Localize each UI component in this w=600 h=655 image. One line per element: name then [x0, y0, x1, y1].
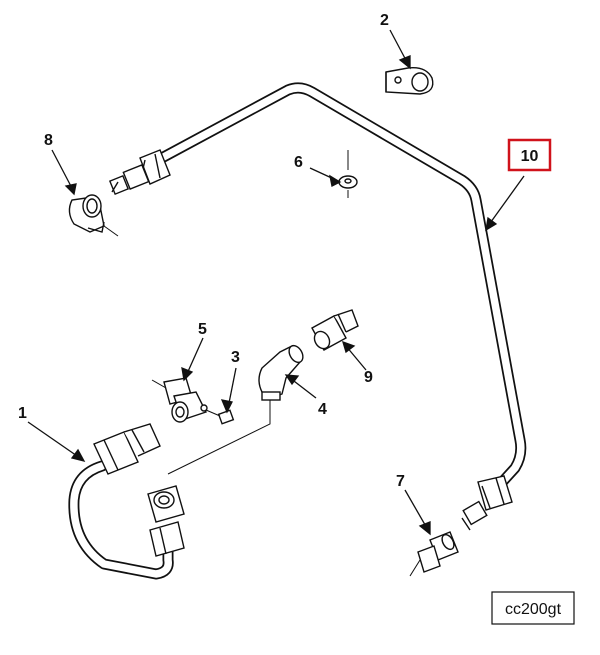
elbow-part-4 [167, 344, 304, 475]
connector-part-7 [409, 531, 459, 577]
tube-nut-lower [461, 475, 513, 531]
callout-2: 2 [380, 12, 389, 29]
callout-3: 3 [231, 349, 240, 366]
callout-4: 4 [318, 401, 327, 418]
union-fitting-part-9 [311, 309, 359, 351]
tube-nut-upper [108, 149, 171, 196]
tube-nut-part-1 [93, 423, 161, 475]
fitting-part-5 [151, 377, 208, 423]
swivel-nut-lower [147, 485, 185, 557]
screw-part-3 [205, 409, 235, 425]
tube-clamp-part-2 [385, 67, 434, 95]
callout-10: 10 [521, 148, 539, 165]
callout-8: 8 [44, 132, 53, 149]
callout-5: 5 [198, 321, 207, 338]
fuel-tube-assembly [152, 82, 527, 496]
callout-10-highlight[interactable]: 10 [507, 138, 552, 172]
bent-tube-part-1 [68, 460, 174, 580]
reference-code: cc200gt [505, 601, 562, 618]
callout-6: 6 [294, 154, 303, 171]
callout-9: 9 [364, 369, 373, 386]
callout-1: 1 [18, 405, 27, 422]
washer-part-6 [338, 150, 358, 198]
elbow-fitting-part-8 [68, 194, 119, 237]
callout-7: 7 [396, 473, 405, 490]
leader-lines [27, 29, 525, 536]
reference-code-box: cc200gt [491, 591, 575, 625]
